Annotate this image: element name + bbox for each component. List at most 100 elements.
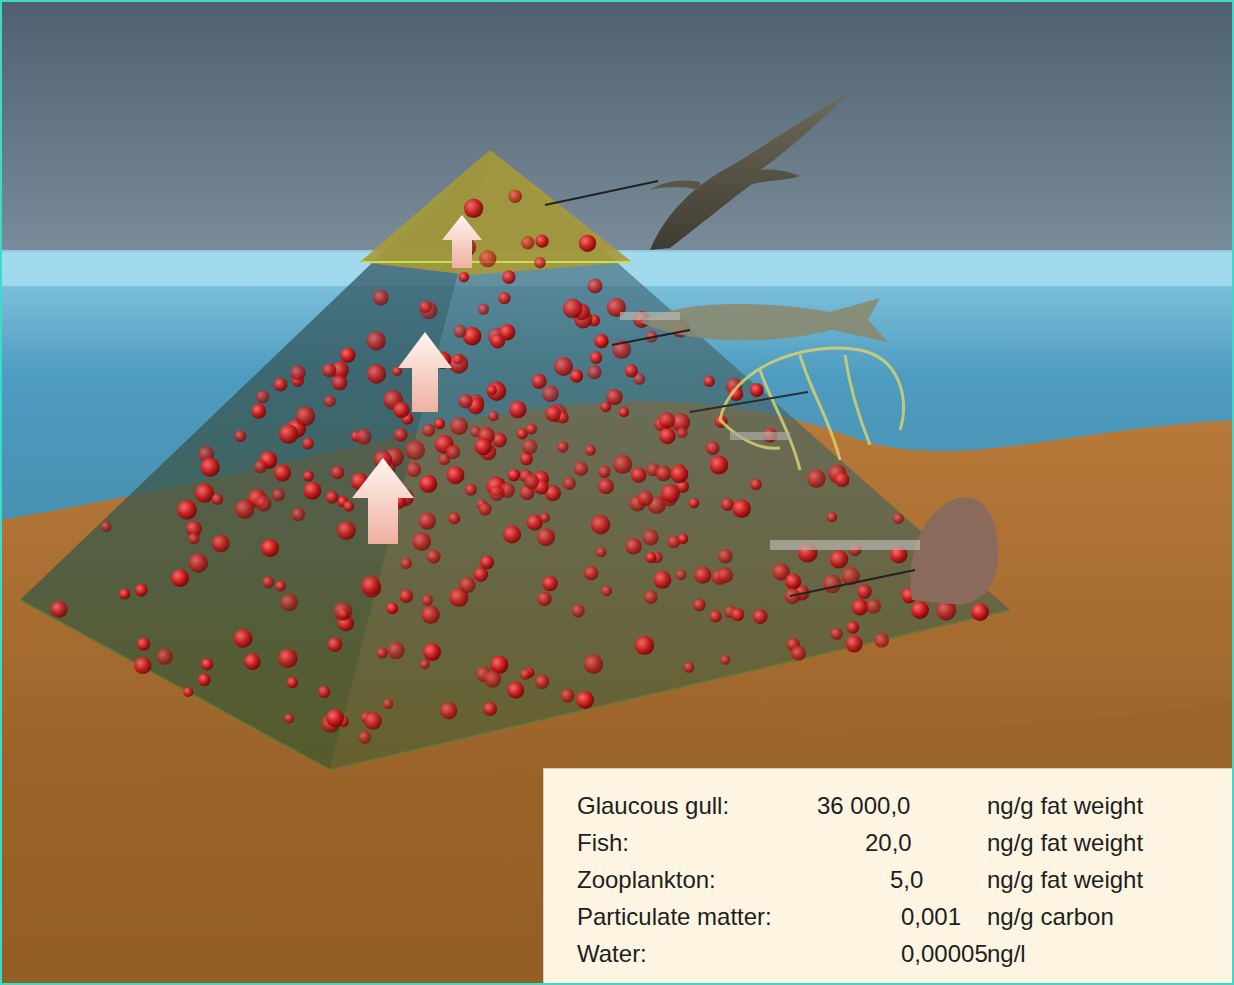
contaminant-dot — [791, 646, 806, 661]
contaminant-dot — [324, 395, 336, 407]
contaminant-dot — [261, 539, 279, 557]
contaminant-dot — [710, 610, 722, 622]
contaminant-dot — [254, 460, 267, 473]
contaminant-dot — [134, 657, 151, 674]
contaminant-dot — [480, 555, 494, 569]
contaminant-dot — [331, 466, 345, 480]
contaminant-dot — [823, 575, 842, 594]
contaminant-dot — [847, 621, 860, 634]
contaminant-dot — [710, 456, 729, 475]
contaminant-dot — [503, 525, 521, 543]
contaminant-dot — [585, 445, 596, 456]
contaminant-dot — [201, 458, 220, 477]
unit-label: ng/g fat weight — [987, 829, 1143, 857]
concentration-value: 0,00005 — [901, 940, 988, 968]
contaminant-dot — [717, 568, 733, 584]
fish-bar — [620, 312, 680, 320]
contaminant-dot — [625, 538, 641, 554]
shrimp-leg — [760, 370, 800, 470]
contaminant-dot — [422, 595, 433, 606]
arrow — [398, 332, 452, 412]
contaminant-dot — [522, 439, 537, 454]
contaminant-dot — [520, 669, 531, 680]
contaminant-dot — [570, 369, 583, 382]
contaminant-dot — [262, 576, 274, 588]
contaminant-dot — [280, 594, 298, 612]
unit-label: ng/l — [987, 940, 1026, 968]
leader-line — [690, 392, 808, 412]
contaminant-dot — [388, 642, 405, 659]
contaminant-dot — [509, 401, 527, 419]
contaminant-dot — [51, 601, 68, 618]
contaminant-dot — [101, 521, 112, 532]
unit-label: ng/g fat weight — [987, 792, 1143, 820]
contaminant-dot — [613, 455, 632, 474]
contaminant-dot — [212, 493, 224, 505]
unit-label: ng/g carbon — [987, 903, 1114, 931]
contaminant-dot — [376, 647, 387, 658]
contaminant-dot — [419, 512, 437, 530]
contaminant-dot — [479, 503, 492, 516]
contaminant-dot — [474, 567, 489, 582]
contaminant-dot — [328, 637, 343, 652]
contaminant-dot — [678, 534, 688, 544]
contaminant-dot — [337, 521, 356, 540]
concentration-value: 20,0 — [865, 829, 912, 857]
contaminant-dot — [275, 581, 286, 592]
shrimp-bar — [730, 432, 790, 440]
contaminant-dot — [287, 677, 298, 688]
contaminant-dot — [659, 412, 675, 428]
contaminant-dot — [720, 655, 730, 665]
contaminant-dot — [358, 731, 371, 744]
contaminant-dot — [201, 658, 213, 670]
contaminant-dot — [446, 445, 460, 459]
contaminant-dot — [135, 584, 148, 597]
contaminant-dot — [532, 374, 547, 389]
contaminant-dot — [732, 499, 751, 518]
contaminant-dot — [857, 584, 872, 599]
contaminant-dot — [303, 471, 314, 482]
contaminant-dot — [235, 499, 254, 518]
contaminant-dot — [290, 365, 305, 380]
contaminant-dot — [386, 602, 398, 614]
contaminant-dot — [526, 423, 537, 434]
contaminant-dot — [272, 488, 285, 501]
contaminant-dot — [459, 272, 470, 283]
glaucous-gull — [545, 93, 850, 250]
contaminant-dot — [676, 569, 687, 580]
contaminant-dot — [619, 407, 629, 417]
contaminant-dot — [399, 589, 413, 603]
contaminant-dot — [465, 484, 477, 496]
contaminant-dot — [646, 552, 657, 563]
contaminant-dot — [394, 428, 408, 442]
contaminant-dot — [852, 599, 868, 615]
gull-body — [650, 93, 850, 250]
contaminant-dot — [535, 675, 549, 689]
contaminant-dot — [171, 569, 189, 587]
contaminant-dot — [683, 662, 694, 673]
contaminant-dot — [367, 331, 386, 350]
contaminant-dot — [643, 529, 659, 545]
leader-line — [612, 330, 690, 345]
arrow — [352, 458, 414, 544]
contaminant-dot — [361, 575, 380, 594]
contaminant-dot — [479, 250, 496, 267]
contaminant-dot — [866, 599, 881, 614]
contaminant-dot — [393, 402, 409, 418]
contaminant-dot — [234, 430, 246, 442]
contaminant-dot — [557, 441, 568, 452]
contaminant-dot — [422, 424, 435, 437]
row-name: Fish: — [577, 829, 629, 857]
contaminant-dot — [244, 653, 261, 670]
contaminant-dot — [484, 670, 501, 687]
contaminant-dot — [807, 469, 826, 488]
contaminant-dot — [588, 279, 603, 294]
contaminant-dot — [446, 466, 464, 484]
contaminant-dot — [338, 608, 349, 619]
contaminant-dot — [412, 532, 431, 551]
contaminant-dot — [453, 354, 464, 365]
contaminant-dot — [373, 290, 389, 306]
contaminant-dot — [971, 603, 989, 621]
contaminant-dot — [419, 300, 432, 313]
contaminant-dot — [502, 270, 516, 284]
